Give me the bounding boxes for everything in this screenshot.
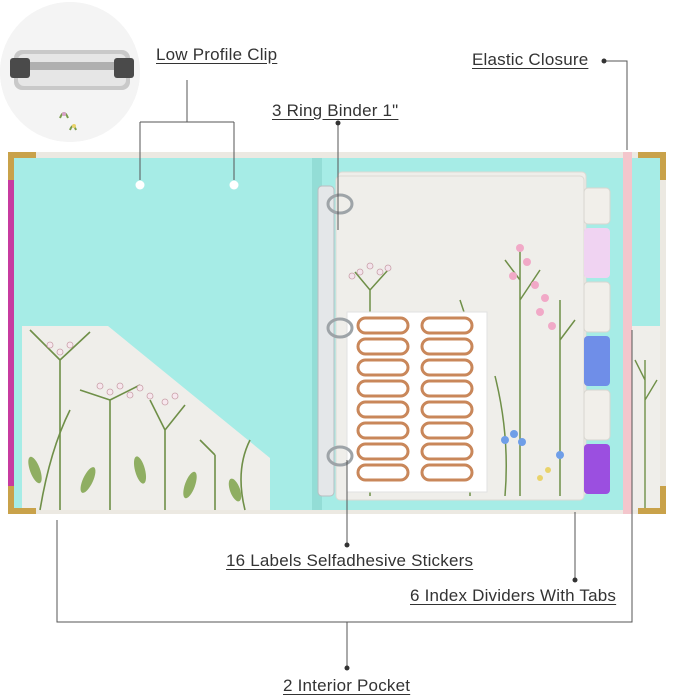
sticker-label: [420, 316, 474, 335]
three-ring-mechanism: [317, 185, 354, 497]
elastic-closure-text: Elastic Closure: [472, 50, 589, 69]
sticker-label: [356, 316, 410, 335]
interior-pocket-text: 2 Interior Pocket: [283, 676, 411, 695]
divider-tab-5: [583, 389, 611, 441]
left-interior-pocket: [22, 326, 270, 511]
divider-tab-6: [584, 444, 610, 494]
index-dividers: [335, 171, 611, 501]
divider-tab-3: [583, 281, 611, 333]
sticker-label: [356, 442, 410, 461]
sticker-label: [356, 337, 410, 356]
sticker-label: [420, 337, 474, 356]
divider-tab-2: [584, 228, 610, 278]
sticker-label: [420, 400, 474, 419]
sticker-label: [420, 379, 474, 398]
sticker-label: [420, 463, 474, 482]
callout-leader-lines: [56, 60, 633, 668]
sticker-label: [420, 358, 474, 377]
gold-corner-protectors: [8, 152, 666, 514]
label-low-profile-clip: Low Profile Clip: [156, 45, 277, 65]
sticker-label: [420, 442, 474, 461]
label-sticker-sheet: [346, 311, 488, 493]
stickers-text: 16 Labels Selfadhesive Stickers: [226, 551, 474, 570]
label-elastic-closure: Elastic Closure: [472, 50, 588, 70]
clip-closeup-inset: [0, 2, 140, 142]
low-profile-clip-text: Low Profile Clip: [156, 45, 278, 64]
clip-hole-right: [229, 180, 239, 190]
sticker-label: [420, 421, 474, 440]
elastic-closure-band: [623, 152, 632, 514]
divider-tab-4: [584, 336, 610, 386]
clip-hole-left: [135, 180, 145, 190]
sticker-label: [356, 421, 410, 440]
ring-binder-text: 3 Ring Binder 1": [272, 101, 399, 120]
divider-tab-1: [583, 187, 611, 225]
label-ring-binder: 3 Ring Binder 1": [272, 101, 398, 121]
sticker-label: [356, 379, 410, 398]
label-dividers: 6 Index Dividers With Tabs: [410, 586, 616, 606]
label-interior-pocket: 2 Interior Pocket: [283, 676, 410, 696]
sticker-label: [356, 463, 410, 482]
label-stickers: 16 Labels Selfadhesive Stickers: [226, 551, 473, 571]
sticker-label: [356, 358, 410, 377]
sticker-label: [356, 400, 410, 419]
dividers-text: 6 Index Dividers With Tabs: [410, 586, 617, 605]
